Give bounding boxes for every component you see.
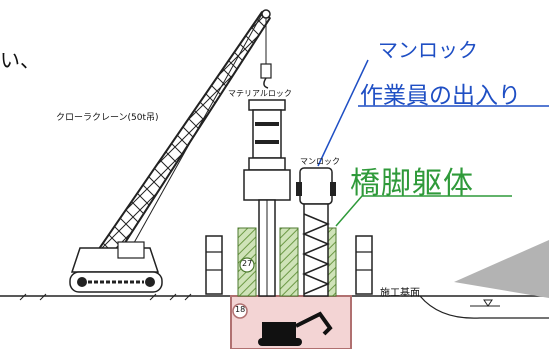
worker-access-label: 作業員の出入り [360,83,521,109]
man-lock [296,167,336,297]
working-chamber [230,295,352,350]
scaffold-right [355,235,373,295]
partial-text: い、 [0,48,40,72]
pier-body-label: 橋脚躯体 [350,166,474,201]
manlock-leader-line [317,59,369,167]
callout-arrow-shape [454,240,549,298]
manlock-small-label: マンロック [300,157,340,166]
pier-leader-line [335,195,512,227]
ground-level-label: 施工基面 [380,288,420,299]
marker-b-label: 18 [235,305,246,314]
crawler-crane-label: クローラクレーン(50t吊) [56,113,159,123]
material-lock [243,99,291,297]
manlock-title-label: マンロック [378,38,478,62]
marker-a-label: 27 [242,259,253,268]
scaffold-left [205,235,223,295]
material-lock-label: マテリアルロック [228,89,292,98]
crawler-crane [69,9,272,293]
